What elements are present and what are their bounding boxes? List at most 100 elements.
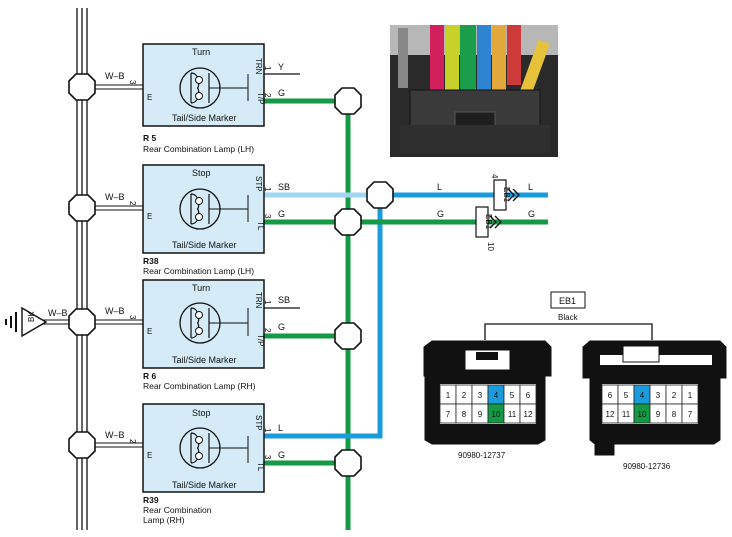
junction-node [366, 181, 394, 209]
connector-photo [390, 25, 558, 157]
lamp-r6-top-wire: SB [278, 295, 290, 305]
eb1-inline: L L G G EB1 4 EB1 10 [437, 174, 535, 251]
lamp-r38-e-label: E [147, 212, 152, 221]
lamp-r39-bottom-pin-label: TL [256, 462, 265, 472]
lamp-r38-top-wire: SB [278, 182, 290, 192]
connector-left-part: 90980-12737 [458, 451, 506, 460]
lamp-r5: Turn Tail/Side Marker E 3 TRN T/P 1 2 R … [105, 43, 285, 154]
connector-right-pin-number: 6 [608, 391, 613, 400]
lamp-r6: Turn Tail/Side Marker E 3 TRN T/P 1 2 R … [105, 279, 290, 391]
connector-left-pin-number: 11 [508, 410, 517, 419]
lamp-r6-bottom-bulb: Tail/Side Marker [172, 355, 237, 365]
eb1-l-chevron [507, 188, 520, 202]
ground-bk-label: BK [27, 311, 36, 322]
eb1-g-conn: EB1 [484, 214, 493, 230]
connector-left-pin-number: 4 [494, 391, 499, 400]
connector-right-pin-number: 10 [638, 410, 647, 419]
lamp-r38-bottom-bulb: Tail/Side Marker [172, 240, 237, 250]
lamp-r6-id: R 6 [143, 371, 157, 381]
lamp-r38-top-pin-label: STP [254, 176, 263, 192]
eb1-title-box [550, 291, 586, 309]
junction-node [334, 87, 362, 115]
lamp-r38-bottom-wire: G [278, 209, 285, 219]
connector-right-pin-number: 1 [688, 391, 693, 400]
connector-left-pin-number: 2 [462, 391, 467, 400]
g-wire-left-label: G [437, 209, 444, 219]
lamp-r6-name: Rear Combination Lamp (RH) [143, 381, 256, 391]
ground-wire-label: W–B [48, 308, 68, 318]
l-wire-right-label: L [528, 182, 533, 192]
lamp-r39-top-pin-label: STP [254, 415, 263, 431]
lamp-r6-top-pin: 1 [263, 300, 272, 305]
connector-left-pin-number: 5 [510, 391, 515, 400]
lamp-r39-id: R39 [143, 495, 159, 505]
lamp-r38-top-bulb: Stop [192, 168, 211, 178]
lamp-r6-top-pin-label: TRN [254, 292, 263, 309]
connector-right-pin-number: 12 [606, 410, 615, 419]
lamp-r5-bottom-pin: 2 [263, 93, 272, 98]
eb1-g-chevron [489, 215, 502, 229]
connector-left-pin-number: 7 [446, 410, 451, 419]
junction-node [334, 449, 362, 477]
junction-node [334, 322, 362, 350]
eb1-l-pin: 4 [490, 174, 499, 179]
l-wire-left-label: L [437, 182, 442, 192]
connector-right-part: 90980-12736 [623, 462, 671, 471]
junctions [334, 87, 394, 477]
ground-connector: W–B BK [5, 306, 69, 338]
junction-node [334, 208, 362, 236]
lamp-r5-id: R 5 [143, 133, 157, 143]
lamp-r5-bottom-bulb: Tail/Side Marker [172, 113, 237, 123]
connector-right-pin-cell [681, 403, 699, 424]
lamp-r5-top-pin-label: TRN [254, 58, 263, 75]
lamp-r5-top-wire: Y [278, 62, 284, 72]
lamp-r38-bottom-pin: 3 [263, 214, 272, 219]
ground-triangle [21, 306, 48, 338]
eb1-title: EB1 [559, 296, 576, 306]
lamp-r5-top-pin: 1 [263, 66, 272, 71]
lamp-r39-name: Rear Combination [143, 505, 212, 515]
lamp-r38-top-pin: 1 [263, 187, 272, 192]
lamp-r6-top-bulb: Turn [192, 283, 210, 293]
lamp-r6-pin-in: 3 [128, 315, 137, 320]
lamp-r38-id: R38 [143, 256, 159, 266]
eb1-g-pin: 10 [486, 242, 495, 251]
lamp-r6-in-wire: W–B [105, 306, 125, 316]
lamp-r5-top-bulb: Turn [192, 47, 210, 57]
connector-right-pin-number: 9 [656, 410, 661, 419]
connector-right-pin-number: 7 [688, 410, 693, 419]
eb1-bracket [484, 323, 653, 340]
lamp-r39: Stop Tail/Side Marker E 2 STP TL 1 3 R39… [105, 403, 285, 525]
eb1-l-box [493, 179, 507, 211]
lamp-r5-e-label: E [147, 93, 152, 102]
connector-left-pin-number: 3 [478, 391, 483, 400]
lamp-r6-bottom-pin-label: T/P [256, 334, 265, 346]
lamp-r38: Stop Tail/Side Marker E 2 STP TL 1 3 R38… [105, 164, 290, 276]
lamp-r5-in-wire: W–B [105, 71, 125, 81]
connector-right-pin-number: 2 [672, 391, 677, 400]
lamp-r39-bottom-wire: G [278, 450, 285, 460]
lamp-r39-in-wire: W–B [105, 430, 125, 440]
lamp-r6-e-label: E [147, 327, 152, 336]
lamp-r5-pin-in: 3 [128, 80, 137, 85]
eb1-l-conn: EB1 [502, 187, 511, 203]
lamp-r39-top-bulb: Stop [192, 408, 211, 418]
g-wire-right-label: G [528, 209, 535, 219]
lamp-r39-bottom-bulb: Tail/Side Marker [172, 480, 237, 490]
connector-left-pin-number: 8 [462, 410, 467, 419]
lamp-r38-pin-in: 2 [128, 201, 137, 206]
connector-right-pin-number: 11 [622, 410, 631, 419]
lamp-r5-bottom-pin-label: T/P [256, 92, 265, 104]
eb1-color: Black [558, 313, 579, 322]
connector-left-pin-cell [519, 403, 537, 424]
lamp-r5-bottom-wire: G [278, 88, 285, 98]
wb-wires [95, 84, 143, 448]
lamp-r6-bottom-pin: 2 [263, 328, 272, 333]
eb1-g-box [475, 206, 489, 238]
